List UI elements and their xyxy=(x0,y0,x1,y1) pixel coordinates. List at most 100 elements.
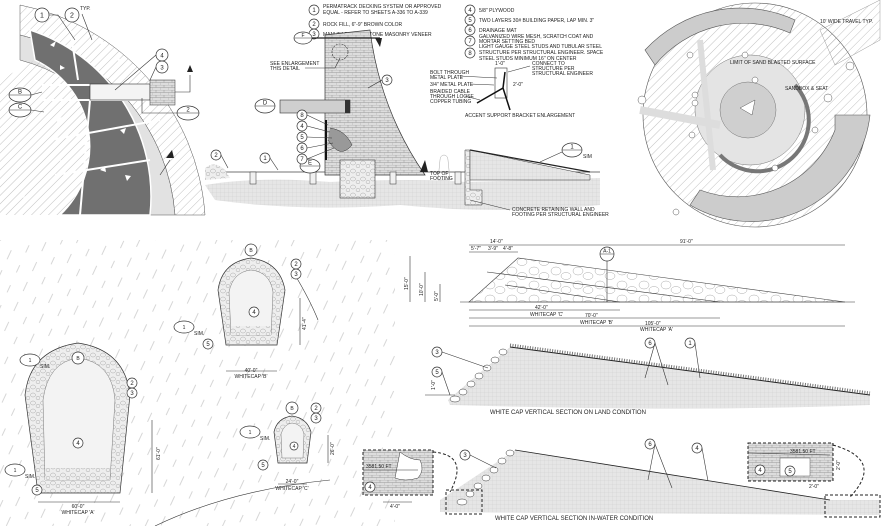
svg-text:6: 6 xyxy=(300,146,304,152)
svg-text:WHITECAP 'C': WHITECAP 'C' xyxy=(275,486,308,492)
section-tag-2: 2 xyxy=(141,98,200,121)
svg-text:3: 3 xyxy=(463,453,467,459)
svg-text:SIM.: SIM. xyxy=(260,436,270,442)
svg-text:1: 1 xyxy=(29,358,32,364)
svg-text:1: 1 xyxy=(249,430,252,436)
svg-text:WHITECAP 'A': WHITECAP 'A' xyxy=(640,327,673,333)
elevation-tag: A-1 xyxy=(599,246,615,302)
svg-text:A-1: A-1 xyxy=(603,249,611,255)
svg-text:4: 4 xyxy=(252,310,256,316)
svg-text:WHITECAP 'A': WHITECAP 'A' xyxy=(62,510,95,516)
land-condition-section: 1'-0" 3 5 6 1 WHITE CAP VERTICAL SECTION… xyxy=(425,337,871,416)
svg-text:5/8" PLYWOOD: 5/8" PLYWOOD xyxy=(479,8,515,14)
svg-text:1: 1 xyxy=(183,325,186,331)
svg-text:COPPER TUBING: COPPER TUBING xyxy=(430,99,471,105)
svg-text:SIM: SIM xyxy=(583,154,592,160)
svg-text:4: 4 xyxy=(293,444,296,450)
svg-text:3: 3 xyxy=(160,66,164,72)
svg-text:SANDBOX & SEAT: SANDBOX & SEAT xyxy=(785,86,828,92)
svg-text:5: 5 xyxy=(206,342,210,348)
svg-text:5: 5 xyxy=(35,488,39,494)
svg-text:2: 2 xyxy=(312,22,316,28)
svg-text:4: 4 xyxy=(160,54,164,60)
svg-text:6: 6 xyxy=(468,28,472,34)
whitecap-b-plan: 40'-0" WHITECAP 'B' 41'-4" B 2 3 4 1SIM.… xyxy=(173,243,308,380)
svg-text:1: 1 xyxy=(14,468,17,474)
svg-text:7: 7 xyxy=(300,157,304,163)
svg-text:60'-0": 60'-0" xyxy=(72,504,85,510)
svg-text:WHITE CAP VERTICAL SECTION IN-: WHITE CAP VERTICAL SECTION IN-WATER COND… xyxy=(495,516,653,522)
svg-text:E: E xyxy=(308,161,312,167)
svg-text:2: 2 xyxy=(314,406,318,412)
svg-text:3: 3 xyxy=(385,78,389,84)
svg-text:8: 8 xyxy=(468,51,472,57)
svg-text:THIS DETAIL: THIS DETAIL xyxy=(270,66,300,72)
svg-text:STEEL STUDS MINIMUM 16" ON CEN: STEEL STUDS MINIMUM 16" ON CENTER xyxy=(479,56,577,62)
circular-site-plan: 10' WIDE TRAVEL TYP. LIMIT OF SAND BLAST… xyxy=(637,0,881,228)
svg-text:MORTAR SETTING BED: MORTAR SETTING BED xyxy=(479,39,535,45)
callout-3-section: 3 xyxy=(367,74,393,89)
svg-text:70'-0": 70'-0" xyxy=(585,313,598,319)
svg-text:SIM.: SIM. xyxy=(40,364,50,370)
svg-text:CONNECT TO: CONNECT TO xyxy=(532,61,565,67)
svg-text:1'-0": 1'-0" xyxy=(431,380,437,390)
svg-text:LIMIT OF SAND BLASTED SURFACE: LIMIT OF SAND BLASTED SURFACE xyxy=(730,60,816,66)
svg-text:TOP OF: TOP OF xyxy=(430,171,448,177)
svg-text:BRAIDED CABLE: BRAIDED CABLE xyxy=(430,89,471,95)
svg-text:5'-0": 5'-0" xyxy=(434,291,440,301)
svg-text:D: D xyxy=(263,101,268,107)
svg-text:BOLT THROUGH: BOLT THROUGH xyxy=(430,70,470,76)
svg-text:WHITECAP 'B': WHITECAP 'B' xyxy=(235,374,268,380)
section-tag-f: F xyxy=(293,31,313,45)
svg-text:3581.50 FT: 3581.50 FT xyxy=(790,449,816,455)
svg-text:SIM.: SIM. xyxy=(194,331,204,337)
svg-text:ACCENT SUPPORT BRACKET ENLARGE: ACCENT SUPPORT BRACKET ENLARGEMENT xyxy=(465,113,575,119)
svg-text:TWO LAYERS 30# BUILDING PAPER,: TWO LAYERS 30# BUILDING PAPER, LAP MIN. … xyxy=(479,18,594,24)
svg-text:15'-0": 15'-0" xyxy=(404,277,410,290)
svg-text:2'-0": 2'-0" xyxy=(836,460,842,470)
svg-text:4: 4 xyxy=(300,124,304,130)
svg-text:3: 3 xyxy=(435,350,439,356)
section-tag-c: C xyxy=(8,102,45,118)
layer-callouts: 8 4 5 6 7 xyxy=(296,109,335,165)
svg-text:B: B xyxy=(249,248,253,254)
svg-text:8: 8 xyxy=(300,113,304,119)
svg-text:1: 1 xyxy=(40,13,44,20)
svg-text:4: 4 xyxy=(76,441,80,447)
svg-text:SIM.: SIM. xyxy=(25,474,35,480)
left-enlargement: 3581.50 FT 4 4'-0" xyxy=(362,449,458,510)
svg-text:STRUCTURAL ENGINEER: STRUCTURAL ENGINEER xyxy=(532,71,593,77)
svg-text:3: 3 xyxy=(312,32,316,38)
svg-text:5: 5 xyxy=(435,370,439,376)
section-tag-b: B xyxy=(8,87,43,103)
svg-text:7: 7 xyxy=(468,39,472,45)
svg-text:2: 2 xyxy=(130,381,134,387)
svg-text:3: 3 xyxy=(314,416,318,422)
svg-text:5: 5 xyxy=(300,135,304,141)
svg-text:1'-0": 1'-0" xyxy=(495,61,505,67)
svg-text:EQUAL - REFER TO SHEETS A-336: EQUAL - REFER TO SHEETS A-336 TO A-339 xyxy=(323,10,428,16)
svg-text:WHITECAP 'B': WHITECAP 'B' xyxy=(580,320,613,326)
svg-text:B: B xyxy=(18,90,22,96)
svg-text:4: 4 xyxy=(695,446,699,452)
svg-text:41'-4": 41'-4" xyxy=(302,317,308,330)
svg-text:14'-0": 14'-0" xyxy=(490,239,503,245)
svg-text:THROUGH LOOSE: THROUGH LOOSE xyxy=(430,94,475,100)
svg-text:WHITECAP 'C': WHITECAP 'C' xyxy=(530,312,563,318)
whitecap-elevation: 14'-0" 91'-0" 5'-7" 3'-9" 4'-8" A-1 15'-… xyxy=(404,239,855,333)
svg-text:STRUCTURE PER STRUCTURAL ENGIN: STRUCTURE PER STRUCTURAL ENGINEER. SPACE xyxy=(479,50,604,56)
svg-text:3'-9": 3'-9" xyxy=(488,246,498,252)
svg-text:MANUFACTURED STONE MASONRY VEN: MANUFACTURED STONE MASONRY VENEER xyxy=(323,32,432,38)
svg-text:F: F xyxy=(301,33,304,39)
in-water-condition-section: 3581.50 FT 4 4'-0" 3581.50 FT 4 5 2'-0" … xyxy=(362,438,881,522)
svg-text:6: 6 xyxy=(648,341,652,347)
